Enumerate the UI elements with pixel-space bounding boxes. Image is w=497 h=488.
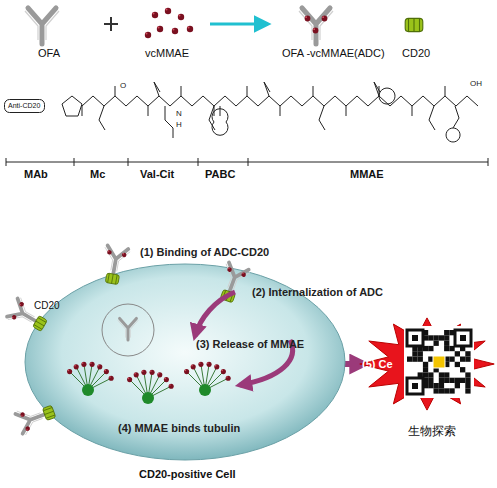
node-label: Anti-CD20 [8, 102, 40, 110]
part-label: OH [470, 80, 482, 89]
part-label: vcMMAE [145, 47, 189, 59]
step-label: (4) MMAE binds tubulin [118, 422, 240, 434]
part-label: CD20 [402, 47, 430, 59]
step-label: (3) Release of MMAE [196, 338, 304, 350]
segment-label: MAb [24, 168, 48, 180]
segment-label: MMAE [350, 168, 384, 180]
part-label: N [176, 110, 182, 119]
segment-label: PABC [205, 168, 235, 180]
part-label: CD20 [34, 300, 60, 311]
part-label: O [120, 82, 126, 91]
node-label: CD20-positive Cell [139, 468, 236, 480]
part-label: H [176, 121, 182, 130]
step-label: (2) Internalization of ADC [252, 286, 383, 298]
part-label: 生物探索 [408, 425, 456, 438]
part-label: OFA -vcMMAE(ADC) [282, 47, 385, 59]
segment-label: Val-Cit [140, 168, 174, 180]
segment-label: Mc [90, 168, 105, 180]
node-label: (5) Ce [362, 358, 393, 370]
part-label: OFA [38, 47, 60, 59]
step-label: (1) Binding of ADC-CD20 [140, 246, 269, 258]
death-burst: (5) Ce [360, 318, 494, 410]
antibody-box: Anti-CD20 [4, 99, 45, 113]
